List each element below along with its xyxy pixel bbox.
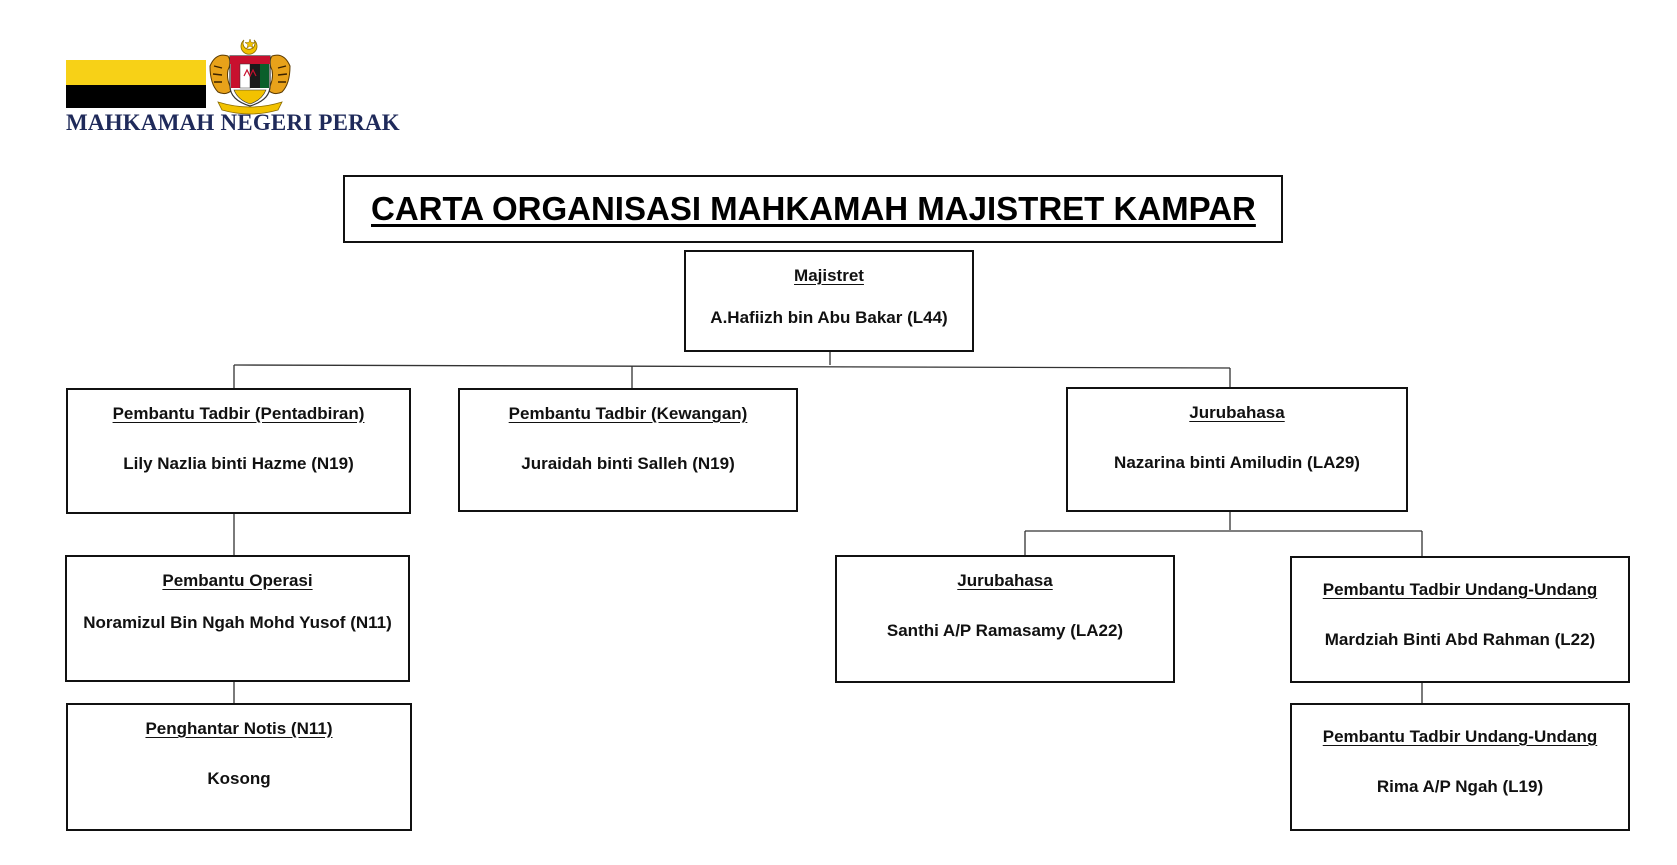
node-role: Pembantu Tadbir Undang-Undang — [1322, 580, 1598, 599]
org-node-pembantu-tadbir-pentadbiran: Pembantu Tadbir (Pentadbiran) Lily Nazli… — [66, 388, 411, 514]
node-person: Santhi A/P Ramasamy (LA22) — [886, 621, 1124, 640]
org-node-pembantu-tadbir-undang-undang-2: Pembantu Tadbir Undang-Undang Rima A/P N… — [1290, 703, 1630, 831]
node-role: Majistret — [794, 266, 864, 285]
node-person: Juraidah binti Salleh (N19) — [521, 454, 735, 473]
node-role: Pembantu Tadbir Undang-Undang — [1322, 727, 1598, 746]
node-role: Penghantar Notis (N11) — [145, 719, 333, 738]
org-node-penghantar-notis: Penghantar Notis (N11) Kosong — [66, 703, 412, 831]
org-node-pembantu-operasi: Pembantu Operasi Noramizul Bin Ngah Mohd… — [65, 555, 410, 682]
organization-name: MAHKAMAH NEGERI PERAK — [66, 110, 400, 135]
node-role: Pembantu Tadbir (Pentadbiran) — [112, 404, 365, 423]
node-person: Lily Nazlia binti Hazme (N19) — [123, 454, 354, 473]
node-person: Nazarina binti Amiludin (LA29) — [1114, 453, 1360, 472]
org-node-pembantu-tadbir-undang-undang-1: Pembantu Tadbir Undang-Undang Mardziah B… — [1290, 556, 1630, 683]
coat-of-arms-icon — [209, 38, 291, 115]
node-role: Pembantu Tadbir (Kewangan) — [508, 404, 748, 423]
node-role: Jurubahasa — [1189, 403, 1285, 422]
org-node-jurubahasa: Jurubahasa Santhi A/P Ramasamy (LA22) — [835, 555, 1175, 683]
node-person: Kosong — [207, 769, 271, 788]
org-node-jurubahasa-senior: Jurubahasa Nazarina binti Amiludin (LA29… — [1066, 387, 1408, 512]
node-person: Rima A/P Ngah (L19) — [1376, 777, 1544, 796]
org-node-pembantu-tadbir-kewangan: Pembantu Tadbir (Kewangan) Juraidah bint… — [458, 388, 798, 512]
node-person: Noramizul Bin Ngah Mohd Yusof (N11) — [83, 613, 392, 632]
node-person: A.Hafiizh bin Abu Bakar (L44) — [710, 308, 948, 327]
org-node-majistret: Majistret A.Hafiizh bin Abu Bakar (L44) — [684, 250, 974, 352]
perak-flag — [66, 38, 206, 108]
flag-band-yellow — [66, 60, 206, 85]
chart-title-box: CARTA ORGANISASI MAHKAMAH MAJISTRET KAMP… — [343, 175, 1283, 243]
flag-band-white — [66, 38, 206, 60]
chart-title: CARTA ORGANISASI MAHKAMAH MAJISTRET KAMP… — [371, 190, 1256, 227]
flag-band-black — [66, 85, 206, 108]
connector-line — [233, 364, 1231, 369]
node-person: Mardziah Binti Abd Rahman (L22) — [1324, 630, 1596, 649]
node-role: Pembantu Operasi — [162, 571, 313, 590]
node-role: Jurubahasa — [957, 571, 1053, 590]
